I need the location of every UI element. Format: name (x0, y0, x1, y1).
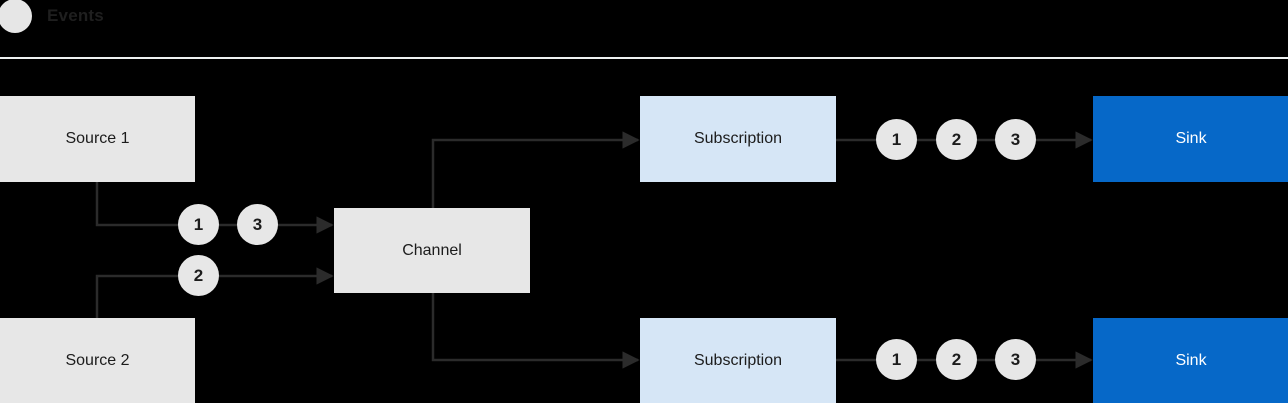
node-label: Sink (1175, 352, 1207, 369)
edge-channel-to-subscription2 (431, 293, 640, 369)
event-token-label: 2 (951, 349, 962, 369)
event-dot-icon (0, 0, 32, 33)
node-subscription-top[interactable]: Subscription (640, 96, 836, 182)
node-source-1[interactable]: Source 1 (0, 96, 195, 182)
event-token: 3 (237, 204, 278, 245)
event-token-label: 3 (252, 214, 263, 234)
event-token-label: 3 (1010, 349, 1021, 369)
node-label: Channel (402, 241, 462, 259)
event-token: 1 (178, 204, 219, 245)
node-label: Subscription (693, 130, 783, 147)
node-channel[interactable]: Channel (334, 208, 530, 293)
event-token: 3 (995, 119, 1036, 160)
event-token: 2 (936, 119, 977, 160)
edge-channel-to-subscription1 (431, 131, 640, 208)
event-token-label: 1 (891, 129, 902, 149)
event-token-label: 2 (951, 129, 962, 149)
event-token-label: 1 (891, 349, 902, 369)
event-token: 1 (876, 339, 917, 380)
event-token-label: 3 (1010, 129, 1021, 149)
event-token-label: 2 (193, 265, 204, 285)
event-token: 3 (995, 339, 1036, 380)
node-sink-bottom[interactable]: Sink (1093, 318, 1288, 403)
node-label: Sink (1175, 130, 1207, 147)
node-label: Source 1 (65, 130, 130, 147)
event-token: 1 (876, 119, 917, 160)
edge-source2-to-channel (95, 267, 334, 318)
node-subscription-bottom[interactable]: Subscription (640, 318, 836, 403)
header-divider (0, 57, 1288, 59)
legend-label: Events (47, 6, 104, 25)
node-label: Subscription (693, 352, 783, 369)
event-token-label: 1 (193, 214, 204, 234)
event-token: 2 (936, 339, 977, 380)
node-source-2[interactable]: Source 2 (0, 318, 195, 403)
node-label: Source 2 (65, 352, 130, 369)
event-token: 2 (178, 255, 219, 296)
node-sink-top[interactable]: Sink (1093, 96, 1288, 182)
